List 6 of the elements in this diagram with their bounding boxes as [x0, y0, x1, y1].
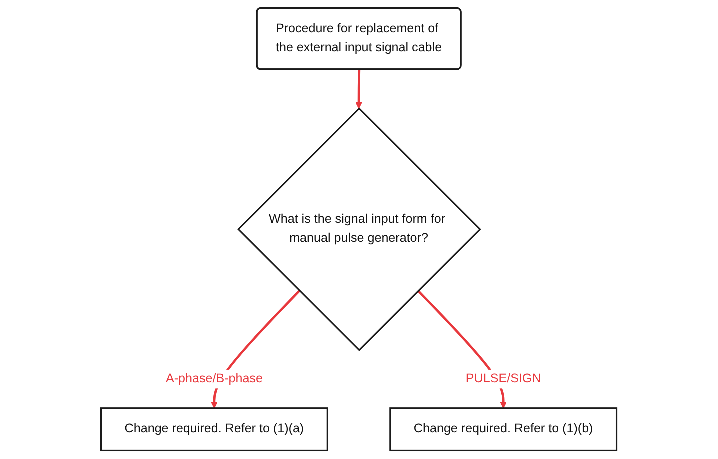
node-diamond: What is the signal input form for manual pulse generator?	[237, 108, 482, 352]
edge-label: A-phase/B-phase	[166, 372, 263, 386]
node-box: Change required. Refer to (1)(a)	[100, 408, 328, 452]
node-box: Change required. Refer to (1)(b)	[390, 408, 618, 452]
edge-label: PULSE/SIGN	[466, 372, 542, 386]
arrow	[356, 70, 362, 109]
